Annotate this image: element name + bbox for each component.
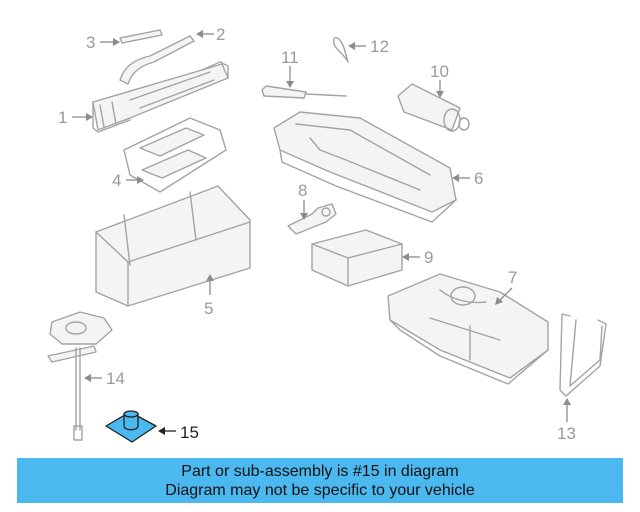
callout-1: 1 <box>58 108 67 127</box>
part-8-wrench <box>287 203 337 235</box>
part-6-tray <box>273 111 457 223</box>
info-banner: Part or sub-assembly is #15 in diagram D… <box>17 458 623 503</box>
callout-7: 7 <box>508 268 517 287</box>
callout-5: 5 <box>204 299 213 318</box>
part-14-hold-down <box>47 311 113 441</box>
part-9-pad <box>311 229 403 287</box>
banner-line-1: Part or sub-assembly is #15 in diagram <box>181 462 459 480</box>
callout-3: 3 <box>86 33 95 52</box>
part-15-spacer <box>105 410 157 443</box>
callout-10: 10 <box>430 62 449 81</box>
part-11-bolt <box>261 85 347 99</box>
callout-6: 6 <box>474 169 483 188</box>
callout-11: 11 <box>281 48 299 67</box>
callout-14: 14 <box>106 369 125 388</box>
callout-9: 9 <box>424 248 433 267</box>
part-5-storage-bag <box>95 185 251 307</box>
part-10-bracket <box>397 83 470 132</box>
part-13-strap <box>559 313 607 397</box>
part-2-jack-handle <box>119 35 195 85</box>
part-1-jack <box>92 61 229 133</box>
callout-numbers: 1 2 3 4 5 6 7 8 9 10 11 12 13 14 15 <box>58 25 576 443</box>
part-7-tray <box>387 273 549 385</box>
callout-15: 15 <box>180 423 199 442</box>
callout-2: 2 <box>216 25 225 44</box>
callout-12: 12 <box>370 37 389 56</box>
callout-4: 4 <box>112 171 121 190</box>
banner-line-2: Diagram may not be specific to your vehi… <box>165 481 475 499</box>
part-4-tray-pads <box>123 117 227 193</box>
part-12-clip <box>332 37 349 63</box>
callout-13: 13 <box>557 424 576 443</box>
leader-lines <box>72 30 571 435</box>
part-3-handle-extension <box>119 29 163 44</box>
callout-8: 8 <box>298 181 307 200</box>
